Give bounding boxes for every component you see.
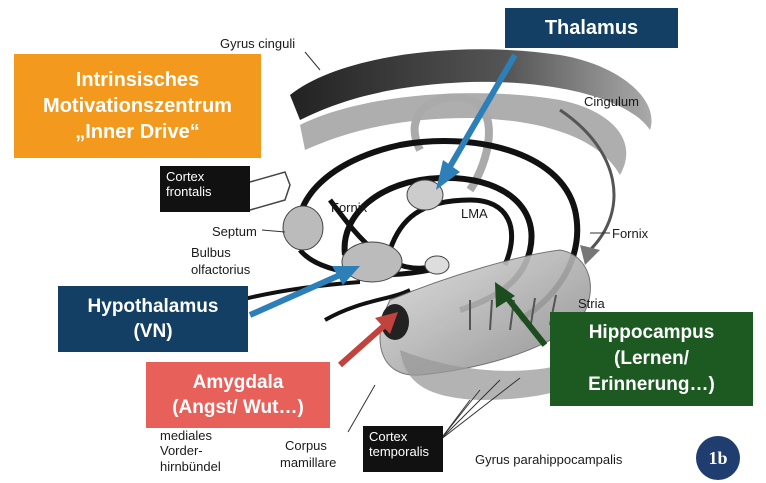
hippocampus-line3: Erinnerung…): [588, 372, 715, 398]
septum-leader: [262, 230, 285, 232]
cortex-frontalis-label: Cortex frontalis: [160, 166, 250, 212]
gyrus-parahippocampalis-label: Gyrus parahippocampalis: [475, 452, 622, 467]
amygdala-arrow-line: [340, 325, 385, 365]
figure-badge-label: 1b: [708, 448, 727, 469]
hypothalamus-line2: (VN): [133, 319, 172, 344]
amygdala-line1: Amygdala: [193, 370, 284, 395]
vorder-label: Vorder-: [160, 443, 203, 458]
cingulum-arrowhead: [580, 245, 600, 265]
frontal-connector: [250, 172, 290, 210]
cortex-frontalis-line2: frontalis: [166, 184, 244, 199]
lma-label: LMA: [461, 206, 488, 221]
hirnbuendel-label: hirnbündel: [160, 459, 221, 474]
amygdala-callout: Amygdala (Angst/ Wut…): [146, 362, 330, 428]
hippocampus-callout: Hippocampus (Lernen/ Erinnerung…): [550, 312, 753, 406]
mamillare-label: mamillare: [280, 455, 336, 470]
gyrus-cinguli-label: Gyrus cinguli: [220, 36, 295, 51]
hypothalamus-callout: Hypothalamus (VN): [58, 286, 248, 352]
cortex-temporalis-line1: Cortex: [369, 429, 437, 444]
fornix-right-label: Fornix: [612, 226, 648, 241]
thalamus-label: Thalamus: [545, 17, 638, 40]
inner-drive-callout: Intrinsisches Motivationszentrum „Inner …: [14, 54, 261, 158]
thalamus-callout: Thalamus: [505, 8, 678, 48]
corpus-label: Corpus: [285, 438, 327, 453]
inner-drive-line3: „Inner Drive“: [75, 119, 199, 145]
cingulum-label: Cingulum: [584, 94, 639, 109]
hippocampus-line2: (Lernen/: [614, 346, 689, 372]
mediales-label: mediales: [160, 428, 212, 443]
figure-badge: 1b: [696, 436, 740, 480]
small-blob: [425, 256, 449, 274]
inner-drive-line1: Intrinsisches: [76, 67, 199, 93]
cortex-frontalis-line1: Cortex: [166, 169, 244, 184]
fornix-loop-3: [390, 200, 512, 265]
hypothalamus-line1: Hypothalamus: [88, 294, 219, 319]
hippocampus-line1: Hippocampus: [589, 320, 715, 346]
cortex-temporalis-line2: temporalis: [369, 444, 437, 459]
amygdala-line2: (Angst/ Wut…): [172, 395, 304, 420]
septum-label: Septum: [212, 224, 257, 239]
thalamus-arrowhead: [436, 160, 460, 190]
bulbus-label: Bulbus: [191, 245, 231, 260]
gyrus-cinguli-leader: [305, 52, 320, 70]
corpus-leader: [348, 385, 375, 432]
cortex-temporalis-label: Cortex temporalis: [363, 426, 443, 472]
olfactorius-label: olfactorius: [191, 262, 250, 277]
stria-label: Stria: [578, 296, 605, 311]
septum-blob: [283, 206, 323, 250]
inner-drive-line2: Motivationszentrum: [43, 93, 232, 119]
fornix-center-label: Fornix: [331, 200, 367, 215]
